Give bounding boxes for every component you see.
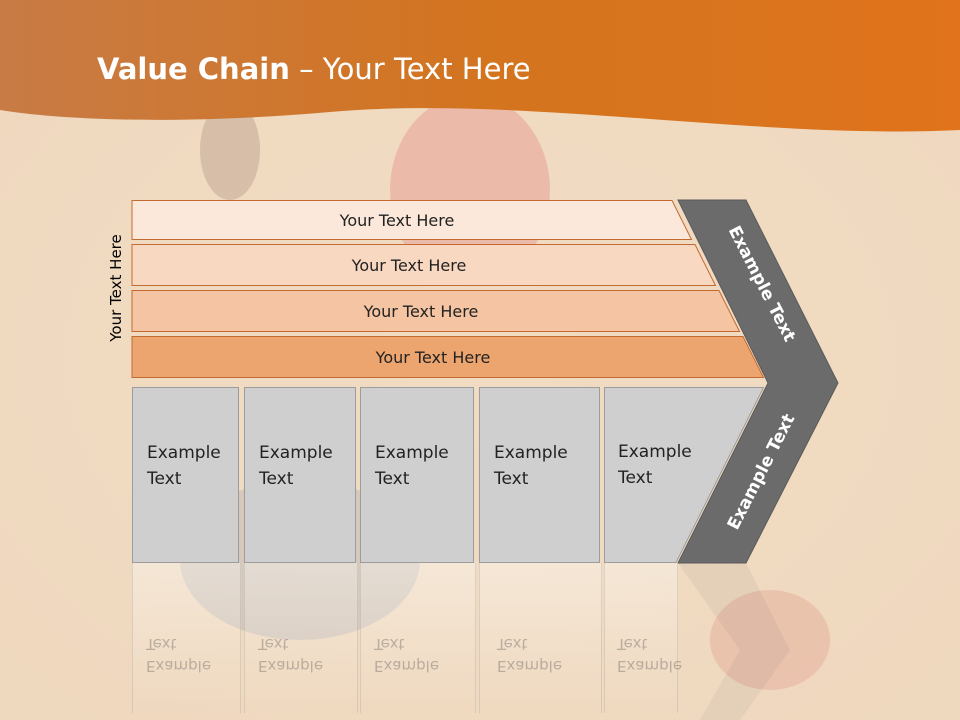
value-bar-label: Your Text Here [363, 301, 479, 321]
activity-box-4: Example Text [479, 387, 600, 563]
side-label-text: Your Text Here [107, 234, 125, 342]
title-rest: – Your Text Here [289, 52, 531, 86]
activity-box-label: Example Text [375, 443, 449, 489]
activity-box-label: Example Text [259, 443, 333, 489]
activity-box-1: Example Text [132, 387, 239, 563]
activity-box-3: Example Text [360, 387, 474, 563]
value-bar-4: Your Text Here [131, 336, 765, 378]
activity-box-2: Example Text [244, 387, 356, 563]
activity-box-label: Example Text [618, 442, 692, 488]
value-bar-label: Your Text Here [339, 210, 455, 230]
slide-title: Value Chain – Your Text Here [97, 52, 531, 86]
activity-box-label: Example Text [494, 443, 568, 489]
value-bar-label: Your Text Here [375, 347, 491, 367]
title-bold: Value Chain [97, 52, 290, 86]
value-bar-3: Your Text Here [131, 290, 741, 332]
chevron-arrow [677, 199, 839, 564]
value-bar-label: Your Text Here [351, 255, 467, 275]
value-bar-2: Your Text Here [131, 244, 717, 286]
activity-box-5: Example Text [604, 387, 714, 563]
value-bar-1: Your Text Here [131, 200, 693, 240]
activity-box-label: Example Text [147, 443, 221, 489]
activity-box-5-shape [604, 387, 764, 563]
